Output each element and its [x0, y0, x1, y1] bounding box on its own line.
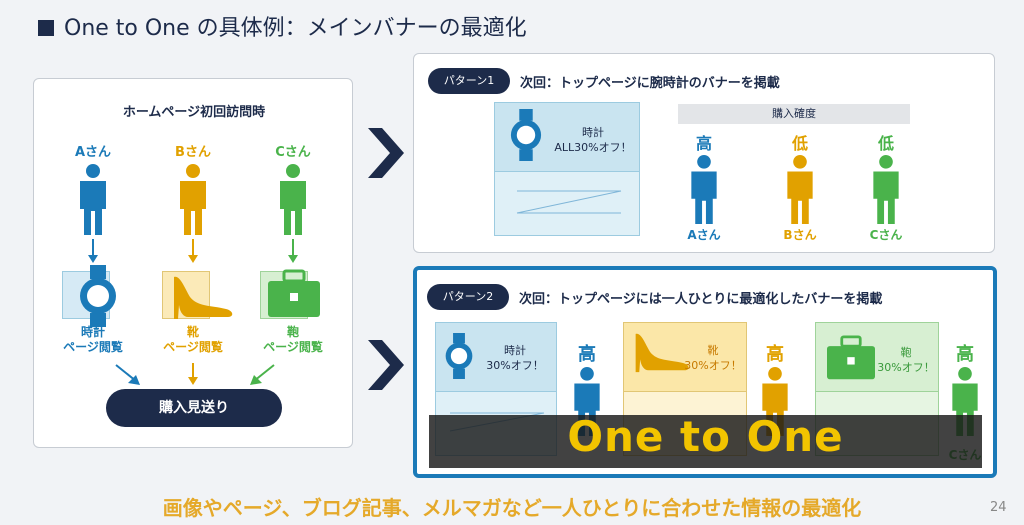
- prob-c-level: 低: [877, 134, 894, 153]
- banner-bag-text: 鞄 30%オフ！: [877, 346, 935, 374]
- chevron-right-top-icon: [368, 128, 404, 178]
- purchase-declined-pill: 購入見送り: [106, 389, 282, 427]
- pattern1-panel: パターン1 次回：トップページに腕時計のバナーを掲載 時計 ALL30%オフ！ …: [413, 53, 995, 253]
- one-to-one-overlay-text: One to One: [567, 412, 844, 461]
- purchase-probability-header: 購入確度: [678, 104, 910, 124]
- watch-icon: [510, 109, 542, 161]
- shoe-icon: [635, 333, 689, 373]
- pattern2-level-b: 高: [766, 344, 784, 365]
- person-b-icon: [180, 164, 206, 235]
- pattern1-banner-text: 時計 ALL30%オフ！: [554, 126, 632, 154]
- prob-b-level: 低: [791, 134, 808, 153]
- person-b-view: 靴 ページ閲覧: [163, 325, 223, 354]
- person-a-name: Aさん: [74, 145, 112, 160]
- arrow-down-b-icon: [188, 239, 198, 263]
- banner-placeholder-lines: [516, 190, 622, 214]
- person-c-view: 鞄 ページ閲覧: [263, 325, 323, 354]
- pattern2-level-a: 高: [578, 344, 596, 365]
- pattern2-desc: 次回：トップページには一人ひとりに最適化したバナーを掲載: [519, 292, 883, 307]
- prob-c-name: Cさん: [869, 228, 903, 242]
- watch-icon: [80, 265, 116, 327]
- pattern1-desc: 次回：トップページに腕時計のバナーを掲載: [520, 76, 780, 91]
- person-c-name: Cさん: [275, 145, 311, 160]
- pattern1-tag: パターン1: [428, 68, 510, 94]
- arrow-down-a-icon: [88, 239, 98, 263]
- prob-b-name: Bさん: [783, 228, 817, 242]
- pattern2-panel: パターン2 次回：トップページには一人ひとりに最適化したバナーを掲載 時計 30…: [413, 266, 997, 478]
- footer-caption: 画像やページ、ブログ記事、メルマガなど一人ひとりに合わせた情報の最適化: [162, 496, 862, 520]
- prob-a-name: Aさん: [687, 228, 721, 242]
- arrow-down-c-icon: [288, 239, 298, 263]
- person-c-icon: [280, 164, 306, 235]
- banner-shoe-text: 靴 30%オフ！: [684, 344, 742, 372]
- prob-a-level: 高: [695, 134, 712, 153]
- first-visit-heading: ホームページ初回訪問時: [122, 105, 266, 120]
- shoe-icon: [174, 276, 233, 319]
- arrow-down-b2-icon: [188, 363, 198, 385]
- person-a-icon: [691, 154, 717, 225]
- person-a-icon: [80, 164, 106, 235]
- slide-title: One to One の具体例：メインバナーの最適化: [38, 10, 527, 42]
- one-to-one-overlay-bar: [429, 415, 982, 468]
- arrow-diag-c-icon: [250, 364, 275, 385]
- pattern1-banner: 時計 ALL30%オフ！: [494, 102, 640, 236]
- person-b-icon: [787, 154, 813, 225]
- briefcase-icon: [827, 335, 875, 380]
- chevron-right-bottom-icon: [368, 340, 404, 390]
- watch-icon: [445, 333, 473, 379]
- arrow-diag-a-icon: [115, 364, 140, 385]
- page-number: 24: [990, 500, 1007, 515]
- person-c-icon: [873, 154, 899, 225]
- first-visit-panel: ホームページ初回訪問時 Aさん Bさん Cさん 時計 ページ閲覧 靴 ページ閲覧…: [33, 78, 353, 448]
- person-a-view: 時計 ページ閲覧: [63, 325, 123, 354]
- briefcase-icon: [268, 269, 320, 317]
- person-b-name: Bさん: [175, 145, 211, 160]
- banner-watch-text: 時計 30%オフ！: [486, 344, 544, 372]
- slide-title-text: One to One の具体例：メインバナーの最適化: [64, 16, 527, 41]
- pattern2-level-c: 高: [956, 344, 974, 365]
- square-bullet-icon: [38, 20, 54, 36]
- pattern2-tag: パターン2: [427, 284, 509, 310]
